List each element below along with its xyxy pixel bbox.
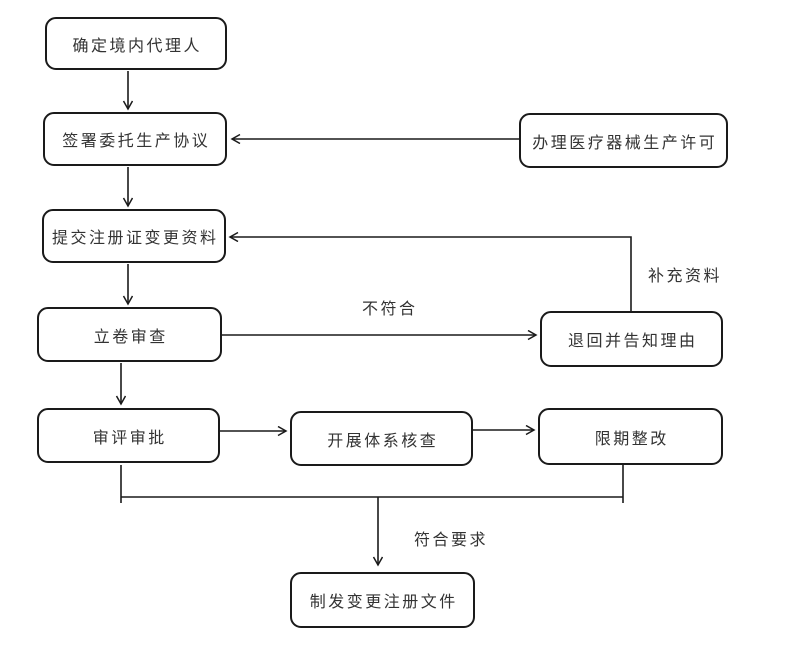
node-return-notify-label: 退回并告知理由 [567, 333, 698, 350]
node-review-approval: 审评审批 [37, 408, 220, 463]
node-deadline-rectify-label: 限期整改 [594, 430, 669, 448]
node-determine-agent: 确定境内代理人 [45, 17, 227, 70]
node-issue-documents: 制发变更注册文件 [290, 572, 475, 628]
node-issue-documents-label: 制发变更注册文件 [309, 594, 458, 611]
node-deadline-rectify: 限期整改 [538, 408, 723, 465]
node-file-review: 立卷审查 [37, 307, 222, 362]
node-return-notify: 退回并告知理由 [540, 311, 723, 367]
node-submit-materials-label: 提交注册证变更资料 [51, 230, 219, 247]
edge-return-to-submit-feedback [230, 237, 632, 311]
edge-label-meet-requirements: 符合要求 [414, 532, 489, 549]
node-system-inspection: 开展体系核查 [290, 411, 473, 466]
node-production-license-label: 办理医疗器械生产许可 [532, 134, 718, 152]
node-review-approval-label: 审评审批 [92, 429, 167, 447]
node-determine-agent-label: 确定境内代理人 [72, 37, 202, 55]
node-sign-agreement-label: 签署委托生产协议 [62, 133, 211, 150]
node-sign-agreement: 签署委托生产协议 [43, 112, 227, 166]
node-system-inspection-label: 开展体系核查 [327, 432, 439, 450]
node-file-review-label: 立卷审查 [93, 328, 168, 346]
edge-label-not-conform: 不符合 [362, 301, 418, 318]
edge-label-supplement-materials: 补充资料 [648, 268, 723, 285]
node-production-license: 办理医疗器械生产许可 [519, 113, 728, 168]
node-submit-materials: 提交注册证变更资料 [42, 209, 226, 263]
